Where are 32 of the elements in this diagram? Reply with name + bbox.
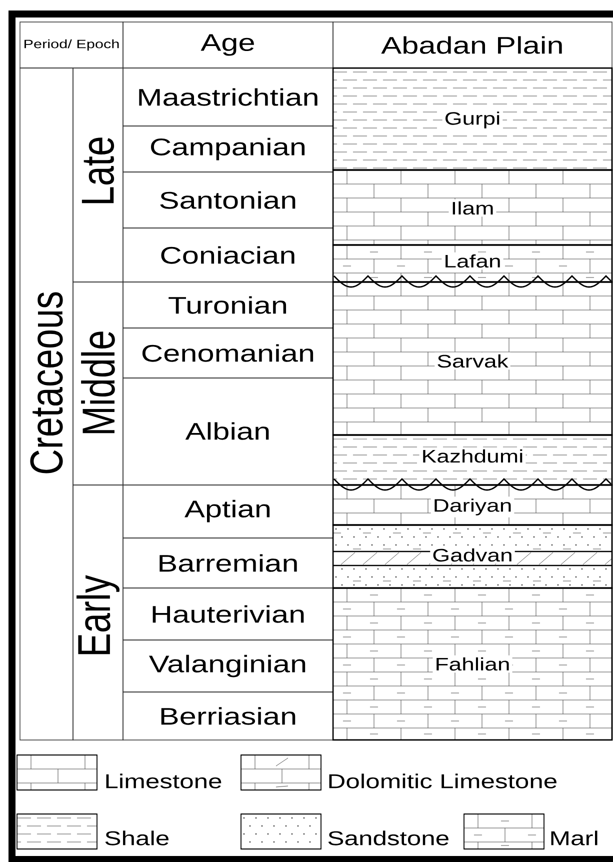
header-cell: Abadan Plain xyxy=(332,22,612,68)
formation-band: Fahlian xyxy=(332,587,613,741)
age-cell: Santonian xyxy=(122,172,334,228)
formation-band: Dariyan xyxy=(332,484,613,526)
header-cell: Period/ Epoch xyxy=(20,22,124,68)
age-cell: Valanginian xyxy=(122,640,334,692)
period-cell: Cretaceous xyxy=(20,68,74,740)
epoch-cell: Middle xyxy=(72,282,124,486)
age-cell: Albian xyxy=(122,378,334,486)
formation-band: Lafan xyxy=(332,244,613,283)
formation-band: Kazhdumi xyxy=(332,434,613,486)
formation-band: Ilam xyxy=(332,169,613,246)
formation-band: Sarvak xyxy=(332,281,613,436)
epoch-cell: Early xyxy=(72,484,124,740)
age-cell: Maastrichtian xyxy=(122,68,334,126)
epoch-cell: Late xyxy=(72,68,124,282)
legend-text: Marl xyxy=(551,830,598,846)
formation-band: Gurpi xyxy=(332,67,613,171)
age-cell: Hauterivian xyxy=(122,588,334,640)
legend-text: Limestone xyxy=(106,774,222,788)
age-cell: Turonian xyxy=(122,282,334,328)
header-cell: Age xyxy=(122,22,334,68)
age-cell: Cenomanian xyxy=(122,328,334,378)
legend-text: Sandstone xyxy=(328,830,448,846)
age-cell: Berriasian xyxy=(122,692,334,740)
legend-text: Dolomitic Limestone xyxy=(329,774,556,788)
age-cell: Aptian xyxy=(122,484,334,538)
legend-text: Shale xyxy=(105,830,169,846)
age-cell: Coniacian xyxy=(122,228,334,282)
age-cell: Barremian xyxy=(122,538,334,588)
age-cell: Campanian xyxy=(122,126,334,172)
formation-band: Gadvan xyxy=(332,524,613,589)
